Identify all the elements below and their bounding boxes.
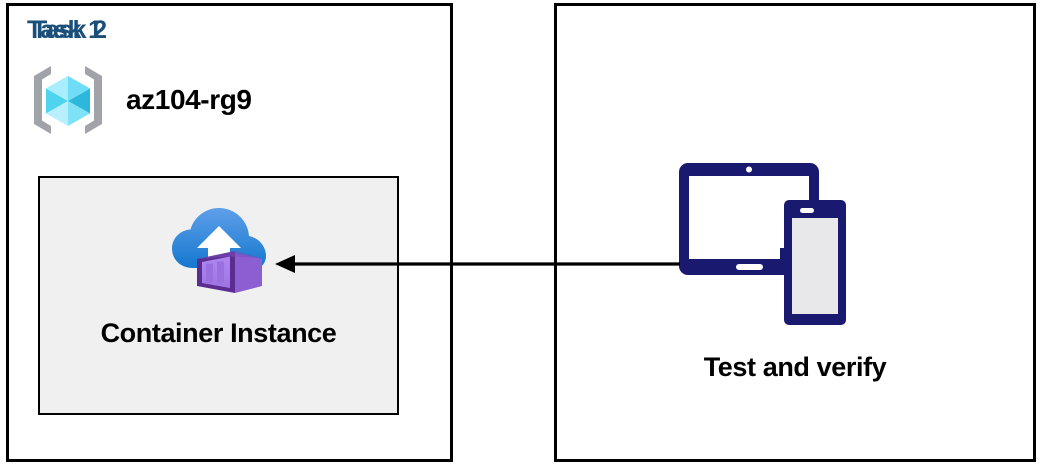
tablet-and-phone-devices-icon (676, 160, 871, 335)
test-and-verify-label: Test and verify (703, 352, 887, 382)
azure-resource-group-icon (26, 58, 110, 142)
test-to-container-arrow (275, 250, 680, 278)
resource-group-row: az104-rg9 (26, 58, 252, 142)
container-instance-box: Container Instance (38, 176, 399, 415)
task-2-title: Task 2 (32, 16, 107, 44)
container-instance-label: Container Instance (100, 318, 337, 348)
task-1-title: Task 1 (27, 16, 102, 44)
resource-group-name: az104-rg9 (126, 84, 252, 115)
azure-container-instance-icon (167, 196, 271, 300)
